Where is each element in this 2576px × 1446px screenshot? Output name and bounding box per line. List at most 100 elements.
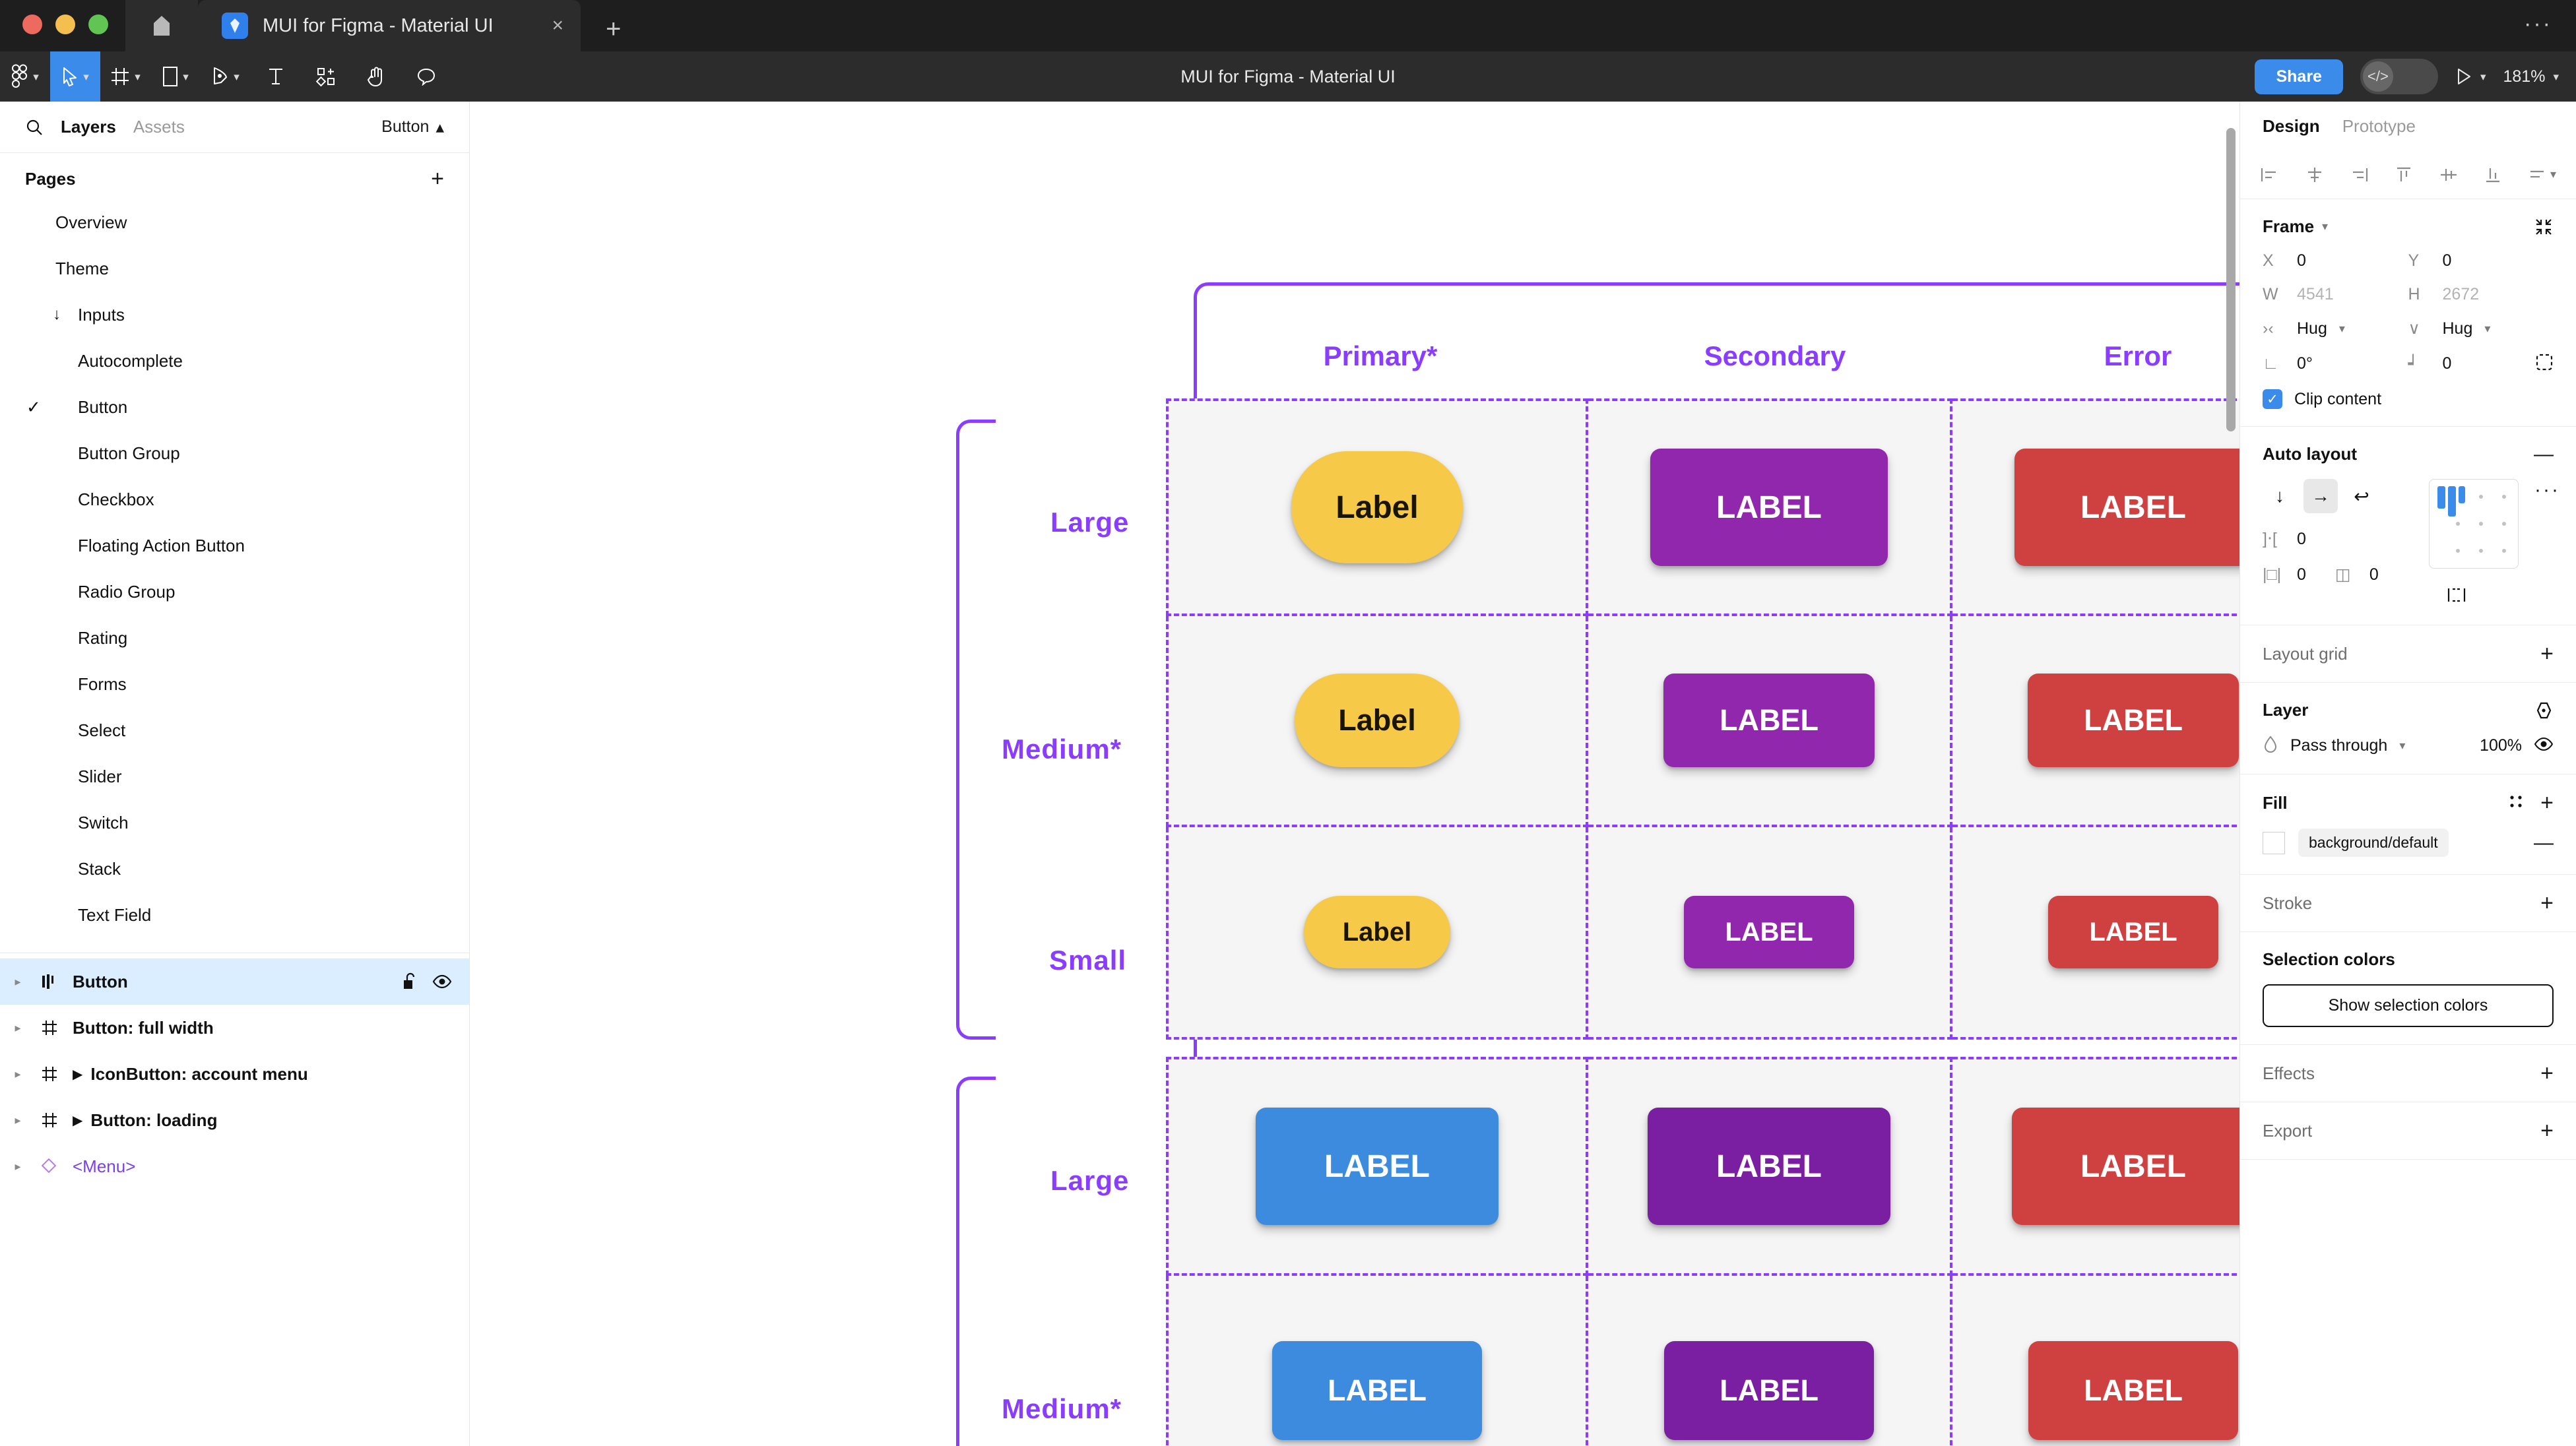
- toolbar-figma-menu[interactable]: ▾: [0, 51, 50, 102]
- toolbar-text-tool[interactable]: [251, 51, 301, 102]
- browser-overflow-menu[interactable]: ···: [2524, 11, 2552, 36]
- blend-mode-value[interactable]: Pass through: [2290, 736, 2388, 755]
- button-outlined-large-primary[interactable]: LABEL: [1256, 1108, 1498, 1225]
- button-outlined-medium-error[interactable]: LABEL: [2028, 1341, 2238, 1440]
- maximize-window-button[interactable]: [88, 15, 108, 34]
- distribute-icon[interactable]: ▾: [2528, 166, 2556, 183]
- align-top-icon[interactable]: [2394, 166, 2414, 183]
- collapsed-triangle-icon[interactable]: ▶: [73, 1113, 83, 1128]
- cell-r4c3[interactable]: LABEL: [1952, 1057, 2239, 1276]
- button-medium-primary[interactable]: Label: [1295, 674, 1460, 767]
- fill-token-chip[interactable]: background/default: [2298, 829, 2449, 857]
- canvas-vertical-scrollbar[interactable]: [2226, 128, 2236, 431]
- new-tab-button[interactable]: +: [606, 15, 622, 44]
- close-tab-icon[interactable]: ×: [552, 15, 564, 36]
- expand-arrow-icon[interactable]: ▸: [15, 1159, 21, 1173]
- clip-content-row[interactable]: ✓ Clip content: [2263, 389, 2554, 409]
- button-outlined-medium-primary[interactable]: LABEL: [1272, 1341, 1482, 1440]
- page-item-inputs[interactable]: ↓ Inputs: [0, 292, 469, 338]
- direction-horizontal-button[interactable]: →: [2303, 479, 2338, 513]
- chevron-down-icon[interactable]: ▾: [2322, 220, 2329, 233]
- auto-layout-more-button[interactable]: ···: [2534, 479, 2560, 501]
- clip-content-checkbox[interactable]: ✓: [2263, 389, 2282, 409]
- cell-r3c3[interactable]: LABEL: [1952, 827, 2239, 1040]
- frame-width[interactable]: W 4541: [2263, 285, 2408, 304]
- button-small-primary[interactable]: Label: [1304, 896, 1450, 968]
- search-icon[interactable]: [25, 118, 44, 137]
- add-effect-button[interactable]: +: [2540, 1061, 2554, 1086]
- page-selector[interactable]: Button ▴: [381, 117, 444, 137]
- toolbar-hand-tool[interactable]: [351, 51, 401, 102]
- button-large-primary[interactable]: Label: [1291, 451, 1463, 563]
- align-bottom-icon[interactable]: [2483, 166, 2503, 183]
- page-item-rating[interactable]: Rating: [0, 615, 469, 661]
- layer-row-button-full-width[interactable]: ▸ Button: full width: [0, 1005, 469, 1051]
- frame-x[interactable]: X 0: [2263, 251, 2408, 270]
- remove-fill-button[interactable]: —: [2534, 831, 2554, 854]
- share-button[interactable]: Share: [2255, 59, 2343, 94]
- cell-r1c1[interactable]: Label: [1166, 398, 1588, 616]
- page-item-autocomplete[interactable]: Autocomplete: [0, 338, 469, 384]
- button-small-error[interactable]: LABEL: [2048, 896, 2218, 968]
- toolbar-resources[interactable]: [301, 51, 351, 102]
- layer-styles-icon[interactable]: [2534, 701, 2554, 720]
- add-fill-button[interactable]: +: [2540, 790, 2554, 815]
- independent-corners-icon[interactable]: [2535, 353, 2554, 375]
- fill-styles-icon[interactable]: [2507, 793, 2525, 813]
- add-page-button[interactable]: +: [431, 166, 444, 191]
- button-large-error[interactable]: LABEL: [2014, 449, 2239, 566]
- page-item-stack[interactable]: Stack: [0, 846, 469, 892]
- add-export-button[interactable]: +: [2540, 1118, 2554, 1143]
- minimize-window-button[interactable]: [55, 15, 75, 34]
- button-small-secondary[interactable]: LABEL: [1684, 896, 1854, 968]
- zoom-level-control[interactable]: 181% ▾: [2503, 67, 2560, 86]
- direction-wrap-button[interactable]: ↩: [2354, 486, 2369, 507]
- frame-y[interactable]: Y 0: [2408, 251, 2554, 270]
- collapsed-triangle-icon[interactable]: ▶: [73, 1067, 83, 1082]
- corner-radius-field[interactable]: ┙ 0: [2408, 353, 2554, 375]
- page-item-floating-action-button[interactable]: Floating Action Button: [0, 522, 469, 569]
- page-item-slider[interactable]: Slider: [0, 753, 469, 800]
- cell-r5c3[interactable]: LABEL: [1952, 1276, 2239, 1446]
- page-item-overview[interactable]: Overview: [0, 199, 469, 245]
- layer-row-button-loading[interactable]: ▸ ▶ Button: loading: [0, 1097, 469, 1143]
- tab-prototype[interactable]: Prototype: [2342, 115, 2416, 136]
- expand-arrow-icon[interactable]: ▸: [15, 1021, 21, 1034]
- button-outlined-large-error[interactable]: LABEL: [2012, 1108, 2239, 1225]
- layer-row-button[interactable]: ▸ Button: [0, 959, 469, 1005]
- cell-r1c2[interactable]: LABEL: [1588, 398, 1952, 616]
- show-selection-colors-button[interactable]: Show selection colors: [2263, 984, 2554, 1027]
- advanced-padding-icon[interactable]: [2447, 586, 2466, 608]
- align-horizontal-center-icon[interactable]: [2305, 166, 2325, 183]
- page-item-checkbox[interactable]: Checkbox: [0, 476, 469, 522]
- cell-r2c2[interactable]: LABEL: [1588, 616, 1952, 827]
- eye-icon[interactable]: [432, 974, 452, 989]
- fill-color-swatch[interactable]: [2263, 831, 2285, 854]
- align-vertical-center-icon[interactable]: [2439, 166, 2459, 183]
- frame-height[interactable]: H 2672: [2408, 285, 2554, 304]
- align-right-icon[interactable]: [2349, 166, 2369, 183]
- add-stroke-button[interactable]: +: [2540, 891, 2554, 916]
- close-window-button[interactable]: [22, 15, 42, 34]
- layer-row-menu[interactable]: ▸ <Menu>: [0, 1143, 469, 1189]
- toolbar-move-tool[interactable]: ▾: [50, 51, 100, 102]
- cell-r5c2[interactable]: LABEL: [1588, 1276, 1952, 1446]
- toolbar-comment-tool[interactable]: [401, 51, 451, 102]
- toolbar-pen-tool[interactable]: ▾: [201, 51, 251, 102]
- button-outlined-large-secondary[interactable]: LABEL: [1648, 1108, 1890, 1225]
- toolbar-frame-tool[interactable]: ▾: [100, 51, 150, 102]
- dev-mode-toggle[interactable]: </>: [2360, 59, 2438, 94]
- unlock-icon[interactable]: [402, 972, 418, 991]
- toolbar-shape-tool[interactable]: ▾: [150, 51, 201, 102]
- home-button[interactable]: [125, 0, 198, 51]
- eye-icon[interactable]: [2534, 737, 2554, 755]
- cell-r4c2[interactable]: LABEL: [1588, 1057, 1952, 1276]
- resize-vertical[interactable]: ∨ Hug ▾: [2408, 319, 2554, 338]
- button-medium-error[interactable]: LABEL: [2028, 674, 2239, 767]
- cell-r2c1[interactable]: Label: [1166, 616, 1588, 827]
- page-item-theme[interactable]: Theme: [0, 245, 469, 292]
- tab-layers[interactable]: Layers: [61, 117, 116, 137]
- add-layout-grid-button[interactable]: +: [2540, 641, 2554, 666]
- cell-r3c2[interactable]: LABEL: [1588, 827, 1952, 1040]
- page-item-forms[interactable]: Forms: [0, 661, 469, 707]
